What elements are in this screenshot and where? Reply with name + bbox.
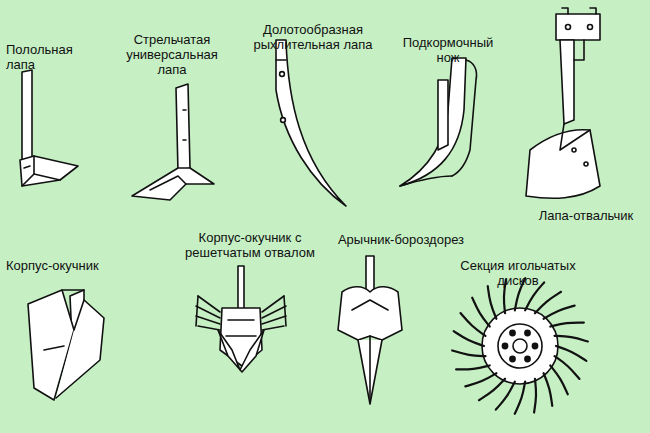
disc-needle — [550, 365, 568, 394]
disc-needle — [488, 286, 497, 319]
hub-holes — [502, 330, 537, 361]
hub-hole — [532, 343, 537, 348]
part-name: Подкормочный нож — [396, 35, 500, 65]
moldboard-sweep — [526, 8, 600, 198]
disc-needle — [544, 306, 575, 319]
disc-needle — [454, 331, 484, 346]
needle-disc-section — [452, 278, 588, 414]
part-name: Стрельчатая универсальная лапа — [120, 32, 224, 77]
disc-needle — [534, 379, 536, 413]
hub-hole — [525, 356, 530, 361]
hub-hole — [510, 330, 515, 335]
hub-hole — [525, 330, 530, 335]
slatted-hilling-body — [218, 266, 264, 372]
disc-needle — [465, 373, 496, 386]
slatted-moldboard — [196, 296, 286, 330]
chisel-tine — [276, 40, 346, 206]
disc-needle — [479, 379, 505, 400]
disc-needle — [556, 346, 586, 361]
disc-needle — [550, 323, 584, 327]
fertilizer-knife — [400, 58, 477, 186]
disc-needle — [456, 365, 490, 369]
hub-hole — [510, 356, 515, 361]
part-name: Арычник-бороздорез — [336, 232, 466, 247]
ditcher-body — [338, 256, 402, 404]
hilling-body — [28, 290, 104, 400]
disc-needle — [472, 298, 490, 327]
part-name: Полольная лапа — [6, 42, 76, 72]
weeding-sweep — [20, 70, 78, 186]
disc-needles — [452, 278, 588, 414]
part-name: Лапа-отвальчик — [528, 208, 644, 223]
disc-needle — [544, 373, 553, 406]
disc-needle — [555, 336, 588, 342]
disc-needle — [515, 382, 525, 414]
disc-needle — [535, 292, 561, 313]
part-name: Долотообразная рыхлительная лапа — [248, 22, 378, 52]
part-name: Секция игольчатых дисков — [448, 258, 588, 288]
disc-needle — [452, 350, 485, 356]
arrow-sweep — [132, 84, 214, 200]
hub-hole — [502, 343, 507, 348]
part-name: Корпус-окучник — [6, 258, 116, 273]
part-name: Корпус-окучник с решетчатым отвалом — [170, 230, 330, 260]
